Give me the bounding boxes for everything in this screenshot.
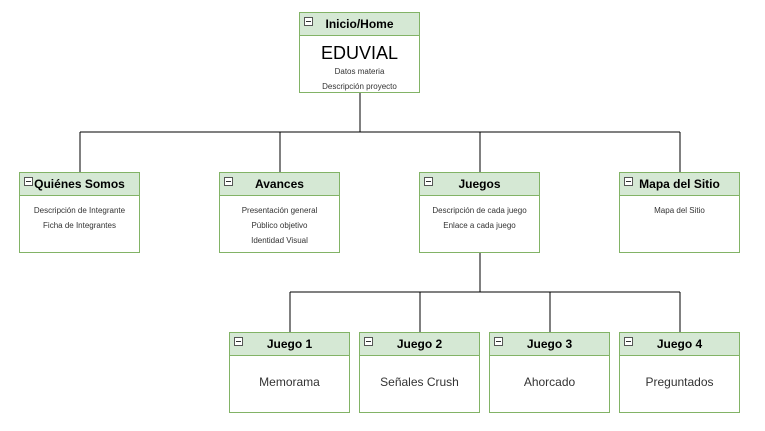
- collapse-icon[interactable]: [24, 177, 33, 186]
- node-item: Descripción de cada juego: [432, 206, 527, 215]
- node-mapa-del-sitio[interactable]: Mapa del Sitio Mapa del Sitio: [619, 172, 740, 253]
- node-title: Juego 4: [656, 337, 703, 351]
- node-quienes-somos[interactable]: Quiénes Somos Descripción de Integrante …: [19, 172, 140, 253]
- node-body: Mapa del Sitio: [620, 196, 739, 218]
- node-item: Datos materia: [334, 67, 385, 76]
- node-item: Público objetivo: [251, 221, 308, 230]
- node-juego-3[interactable]: Juego 3 Ahorcado: [489, 332, 610, 413]
- game-name: Señales Crush: [380, 375, 459, 389]
- node-header: Avances: [220, 173, 339, 196]
- game-name: Preguntados: [645, 375, 714, 389]
- node-title: Quiénes Somos: [34, 177, 125, 191]
- game-name: Memorama: [259, 375, 320, 389]
- node-item: Mapa del Sitio: [654, 206, 705, 215]
- node-item: Descripción proyecto: [322, 82, 397, 91]
- collapse-icon[interactable]: [234, 337, 243, 346]
- node-header: Juego 2: [360, 333, 479, 356]
- node-title: Inicio/Home: [325, 17, 394, 31]
- node-header: Juego 1: [230, 333, 349, 356]
- collapse-icon[interactable]: [624, 177, 633, 186]
- node-item: Descripción de Integrante: [33, 206, 126, 215]
- node-header: Juego 4: [620, 333, 739, 356]
- collapse-icon[interactable]: [494, 337, 503, 346]
- node-header: Juego 3: [490, 333, 609, 356]
- node-title: Mapa del Sitio: [639, 177, 720, 191]
- node-title: Avances: [255, 177, 304, 191]
- node-body: EDUVIAL Datos materia Descripción proyec…: [300, 42, 419, 94]
- node-body: Descripción de Integrante Ficha de Integ…: [20, 196, 139, 233]
- collapse-icon[interactable]: [224, 177, 233, 186]
- node-juegos[interactable]: Juegos Descripción de cada juego Enlace …: [419, 172, 540, 253]
- node-body: Presentación general Público objetivo Id…: [220, 196, 339, 248]
- node-header: Inicio/Home: [300, 13, 419, 36]
- node-juego-1[interactable]: Juego 1 Memorama: [229, 332, 350, 413]
- node-avances[interactable]: Avances Presentación general Público obj…: [219, 172, 340, 253]
- collapse-icon[interactable]: [364, 337, 373, 346]
- node-item: Presentación general: [241, 206, 318, 215]
- node-header: Quiénes Somos: [20, 173, 139, 196]
- node-header: Mapa del Sitio: [620, 173, 739, 196]
- node-title: Juego 3: [526, 337, 573, 351]
- node-title: Juego 2: [396, 337, 443, 351]
- collapse-icon[interactable]: [424, 177, 433, 186]
- collapse-icon[interactable]: [624, 337, 633, 346]
- node-body: Descripción de cada juego Enlace a cada …: [420, 196, 539, 233]
- node-juego-4[interactable]: Juego 4 Preguntados: [619, 332, 740, 413]
- collapse-icon[interactable]: [304, 17, 313, 26]
- node-title: Juego 1: [266, 337, 313, 351]
- node-item: Enlace a cada juego: [443, 221, 516, 230]
- node-item: Identidad Visual: [251, 236, 308, 245]
- node-header: Juegos: [420, 173, 539, 196]
- node-title: Juegos: [458, 177, 501, 191]
- node-item: Ficha de Integrantes: [43, 221, 116, 230]
- site-name: EDUVIAL: [320, 43, 399, 63]
- node-inicio-home[interactable]: Inicio/Home EDUVIAL Datos materia Descri…: [299, 12, 420, 93]
- game-name: Ahorcado: [523, 375, 576, 389]
- node-juego-2[interactable]: Juego 2 Señales Crush: [359, 332, 480, 413]
